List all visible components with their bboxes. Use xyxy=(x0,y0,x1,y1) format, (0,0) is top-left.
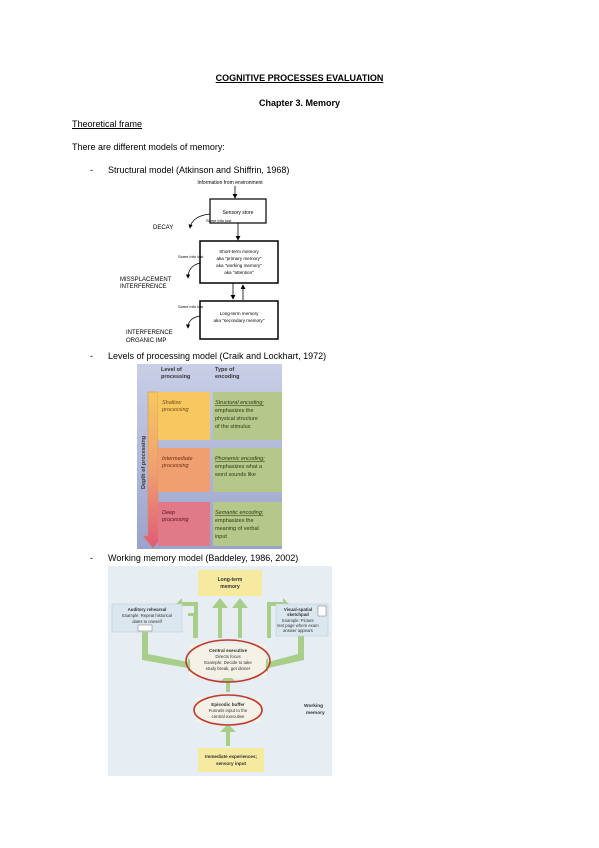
structural-model-diagram: Information from environment Sensory sto… xyxy=(120,180,279,344)
semantic-desc-3: input xyxy=(215,534,227,540)
visual-example-2: text page where exam xyxy=(277,623,319,628)
env-input-label: Information from environment xyxy=(197,180,263,186)
structural-title: Structural encoding: xyxy=(215,400,264,406)
episodic-line-2: central executive xyxy=(212,714,246,719)
interference-label-2: INTERFERENCE xyxy=(126,330,173,336)
episodic-buffer-ring xyxy=(193,694,263,726)
interference-label-1: INTERFERENCE xyxy=(120,284,167,290)
structural-desc-3: of the stimulus xyxy=(215,424,251,430)
stm-line-3: aka "working memory" xyxy=(216,263,262,268)
wm-label-1: Working xyxy=(304,703,323,709)
tape-icon xyxy=(137,624,153,632)
sensory-input-box xyxy=(198,748,264,772)
central-line-1: Directs focus xyxy=(215,654,241,659)
central-line-3: study break, get dinner xyxy=(206,666,251,671)
bullet-structural-model: Structural model (Atkinson and Shiffrin,… xyxy=(108,165,290,175)
semantic-desc-2: meaning of verbal xyxy=(215,526,259,532)
section-heading: Theoretical frame xyxy=(72,119,143,129)
stm-line-4: aka "attention" xyxy=(224,270,254,275)
document-title: COGNITIVE PROCESSES EVALUATION xyxy=(215,73,384,83)
auditory-title: Auditory rehearsal xyxy=(128,607,167,612)
intermediate-level-box xyxy=(158,448,210,492)
ltm-label-2: memory xyxy=(220,584,240,590)
central-executive-box xyxy=(190,644,266,678)
col-encoding-line-2: encoding xyxy=(215,374,239,380)
deep-label-2: processing xyxy=(161,517,190,523)
col-level-line-2: processing xyxy=(161,374,190,380)
deep-label-1: Deep xyxy=(162,510,175,516)
episodic-line-1: Funnels input to the xyxy=(209,708,248,713)
working-memory-diagram: Long-term memory Auditory rehearsal Exam… xyxy=(108,566,332,776)
auditory-example-1: Example: Repeat historical xyxy=(122,613,172,618)
phonemic-desc-1: emphasizes what a xyxy=(215,464,263,470)
wm-label-2: memory xyxy=(306,710,325,716)
semantic-desc-1: emphasizes the xyxy=(215,518,254,524)
stm-line-1: Short-term memory xyxy=(219,249,259,254)
phonemic-title: Phonemic encoding: xyxy=(215,456,265,462)
central-title: Central executive xyxy=(209,648,247,653)
intermediate-label-1: Intermediate xyxy=(162,456,193,462)
book-icon xyxy=(317,605,327,617)
shallow-label-1: Shallow xyxy=(162,400,182,406)
bullet-dash: - xyxy=(90,351,93,361)
bullet-working-memory: Working memory model (Baddeley, 1986, 20… xyxy=(108,553,299,563)
shallow-label-2: processing xyxy=(161,407,190,413)
sensory-lost-label: Some info lost xyxy=(206,218,232,223)
central-executive-ring xyxy=(185,639,271,683)
long-term-memory-box xyxy=(199,300,279,340)
stm-line-2: aka "primary memory" xyxy=(216,256,261,261)
deep-level-box xyxy=(158,502,210,546)
auditory-example-2: dates to oneself xyxy=(132,619,162,624)
stm-lost-label: Some info lost xyxy=(178,254,204,259)
intro-paragraph: There are different models of memory: xyxy=(72,142,225,152)
ltm-line-2: aka "secondary memory" xyxy=(213,318,264,323)
col-level-line-1: Level of xyxy=(161,367,182,373)
sensory-input-2: sensory input xyxy=(216,761,247,766)
visual-title-2: sketchpad xyxy=(287,612,309,617)
shallow-level-box xyxy=(158,392,210,440)
levels-of-processing-diagram: Level of processing Type of encoding Dep… xyxy=(137,364,282,549)
structural-desc-1: emphasizes the xyxy=(215,408,254,414)
phonemic-desc-2: word sounds like xyxy=(214,472,256,478)
intermediate-label-2: processing xyxy=(161,463,190,469)
bullet-dash: - xyxy=(90,165,93,175)
semantic-encoding-box xyxy=(213,502,282,546)
episodic-buffer-box xyxy=(196,698,260,722)
ltm-line-1: Long-term memory xyxy=(220,311,260,316)
phonemic-encoding-box xyxy=(213,448,282,492)
bullet-dash: - xyxy=(90,553,93,563)
col-encoding-line-1: Type of xyxy=(215,367,234,373)
decay-label: DECAY xyxy=(153,225,173,231)
sensory-store-label: Sensory store xyxy=(223,210,254,216)
bullet-levels-of-processing: Levels of processing model (Craik and Lo… xyxy=(108,351,327,361)
visual-example-3: answer appears xyxy=(283,628,313,633)
visual-title-1: Visual-spatial xyxy=(284,607,312,612)
structural-encoding-box xyxy=(213,392,282,440)
chapter-heading: Chapter 3. Memory xyxy=(258,98,341,108)
structural-desc-2: physical structure xyxy=(215,416,258,422)
depth-axis-label: Depth of processing xyxy=(141,436,147,489)
semantic-title: Semantic encoding: xyxy=(215,510,264,516)
ltm-label-1: Long-term xyxy=(218,577,243,583)
sensory-input-1: Immediate experiences; xyxy=(205,754,258,759)
ltm-lost-label: Some info lost xyxy=(178,304,204,309)
visual-example-1: Example: Picture xyxy=(282,618,314,623)
misplacement-label: MISSPLACEMENT xyxy=(120,277,172,283)
central-line-2: Example: Decide to take xyxy=(204,660,252,665)
organic-imp-label: ORGANIC IMP xyxy=(126,338,166,344)
short-term-memory-box xyxy=(199,240,279,284)
episodic-title: Episodic buffer xyxy=(211,702,245,707)
ltm-box xyxy=(198,570,262,596)
